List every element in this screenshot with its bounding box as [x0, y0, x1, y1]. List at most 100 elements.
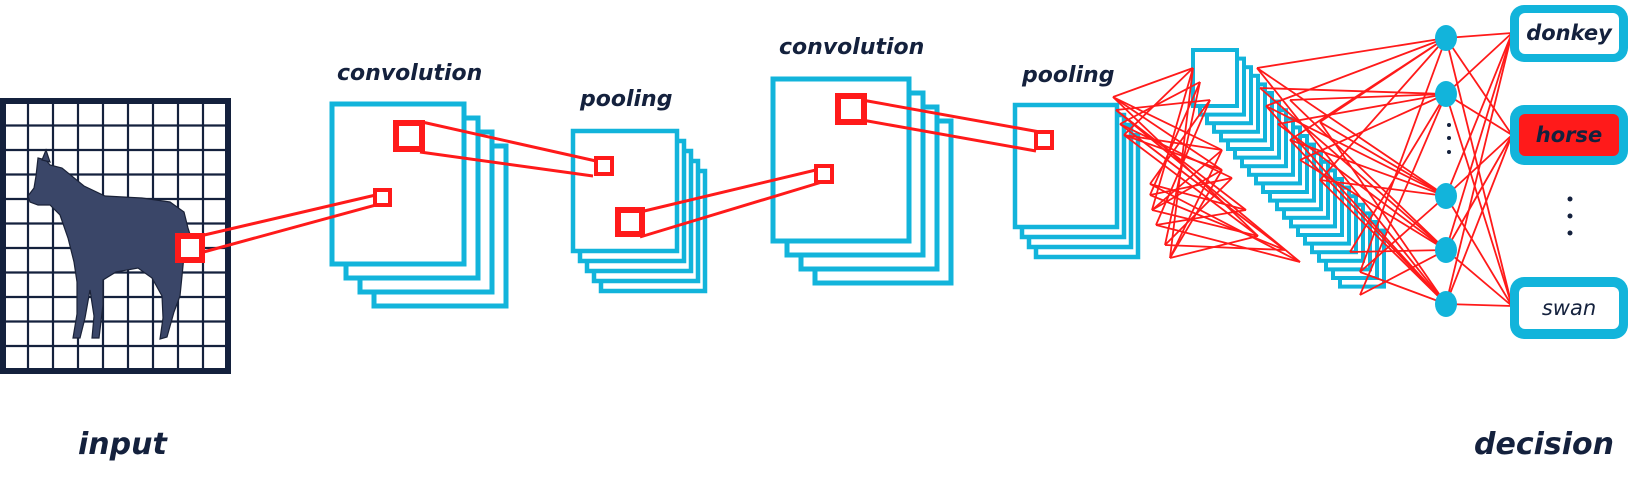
connection-line [1164, 244, 1286, 251]
connection-line [1445, 134, 1513, 251]
class-label: donkey [1526, 21, 1613, 45]
connection-line [1265, 37, 1447, 107]
connection-line [1445, 134, 1513, 305]
receptive-field-square [393, 120, 425, 152]
connection-line [1445, 32, 1513, 95]
conv1-label: convolution [337, 61, 482, 86]
connection-line [1265, 105, 1447, 305]
receptive-field-square [615, 207, 645, 237]
connection-line [419, 150, 594, 178]
conv1-stack [329, 101, 509, 309]
receptive-field-square [175, 233, 205, 263]
connection-line [1445, 32, 1513, 305]
receptive-field-square [594, 156, 614, 176]
class-label: swan [1542, 296, 1596, 320]
connection-line [1289, 93, 1447, 101]
connection-line [1115, 109, 1301, 263]
connection-line [1256, 67, 1447, 305]
connection-lines [199, 32, 1513, 307]
connection-line [1445, 32, 1513, 39]
connection-line [1149, 81, 1201, 196]
neuron [1435, 81, 1457, 107]
conv2-stack [770, 76, 954, 286]
connection-line [1319, 37, 1447, 123]
neuron [1435, 25, 1457, 51]
receptive-fields [175, 93, 1054, 263]
connection-line [1349, 249, 1447, 253]
horse-icon [27, 148, 196, 340]
connection-line [199, 201, 384, 255]
connection-line [1289, 139, 1447, 197]
connection-line [1319, 121, 1447, 197]
connection-line [1151, 67, 1194, 211]
connection-line [1169, 169, 1223, 259]
connection-line [1119, 123, 1286, 251]
connection-line [1149, 99, 1211, 185]
pool1-label: pooling [579, 87, 672, 112]
connection-line [861, 118, 1037, 153]
connection-line [1115, 99, 1211, 111]
neuron [1435, 291, 1457, 317]
connection-line [1445, 32, 1513, 251]
connection-line [1319, 179, 1447, 197]
output-neurons [1435, 25, 1457, 317]
connection-line [1445, 93, 1513, 307]
connection-line [421, 120, 597, 163]
connection-line [1123, 134, 1259, 237]
pool2-label: pooling [1021, 63, 1114, 88]
connection-line [1169, 149, 1223, 259]
connection-line [1319, 37, 1447, 181]
connection-line [1149, 183, 1247, 211]
connection-line [1445, 32, 1513, 197]
feature-map-stacks [329, 76, 1141, 309]
connection-line [639, 167, 821, 214]
connection-line [1445, 303, 1513, 307]
connection-line [1445, 37, 1513, 136]
connection-line [199, 192, 381, 238]
receptive-field-square [1034, 130, 1054, 150]
flatten-slab [1191, 48, 1239, 108]
vertical-ellipsis-icon [1447, 123, 1573, 236]
connection-line [1349, 93, 1447, 253]
connection-line [1289, 99, 1447, 251]
receptive-field-square [835, 93, 867, 125]
connection-line [639, 180, 823, 239]
neuron [1435, 237, 1457, 263]
connection-line [1151, 149, 1223, 211]
class-swan: swan [1510, 277, 1628, 339]
connection-line [1277, 93, 1447, 125]
connection-line [1319, 121, 1447, 305]
connection-line [1112, 96, 1223, 151]
neuron [1435, 183, 1457, 209]
connection-line [1359, 93, 1447, 296]
flatten-layer [1191, 48, 1386, 289]
class-donkey: donkey [1510, 5, 1628, 62]
receptive-field-square [373, 188, 392, 207]
connection-line [1112, 67, 1194, 98]
connection-line [1359, 271, 1447, 305]
connection-line [1169, 235, 1259, 259]
connection-line [1299, 93, 1447, 161]
connection-line [1359, 37, 1447, 273]
connection-line [1155, 209, 1247, 226]
connection-line [861, 98, 1041, 134]
connection-line [1256, 37, 1447, 69]
connection-line [1169, 67, 1194, 259]
input-label: input [78, 427, 168, 462]
connection-line [1259, 87, 1447, 95]
connection-line [1149, 177, 1233, 196]
connection-line [1164, 81, 1201, 246]
class-horse: horse [1510, 105, 1628, 165]
connection-line [1123, 67, 1194, 136]
conv2-label: convolution [779, 35, 924, 60]
connection-line [1151, 169, 1223, 211]
connection-line [1149, 194, 1286, 251]
connection-line [1151, 209, 1259, 237]
feature-map [1012, 102, 1120, 230]
connection-line [1359, 249, 1447, 296]
class-label: horse [1536, 123, 1602, 147]
pool2-stack [1012, 102, 1141, 260]
receptive-field-square [814, 164, 834, 184]
decision-label: decision [1474, 427, 1614, 462]
